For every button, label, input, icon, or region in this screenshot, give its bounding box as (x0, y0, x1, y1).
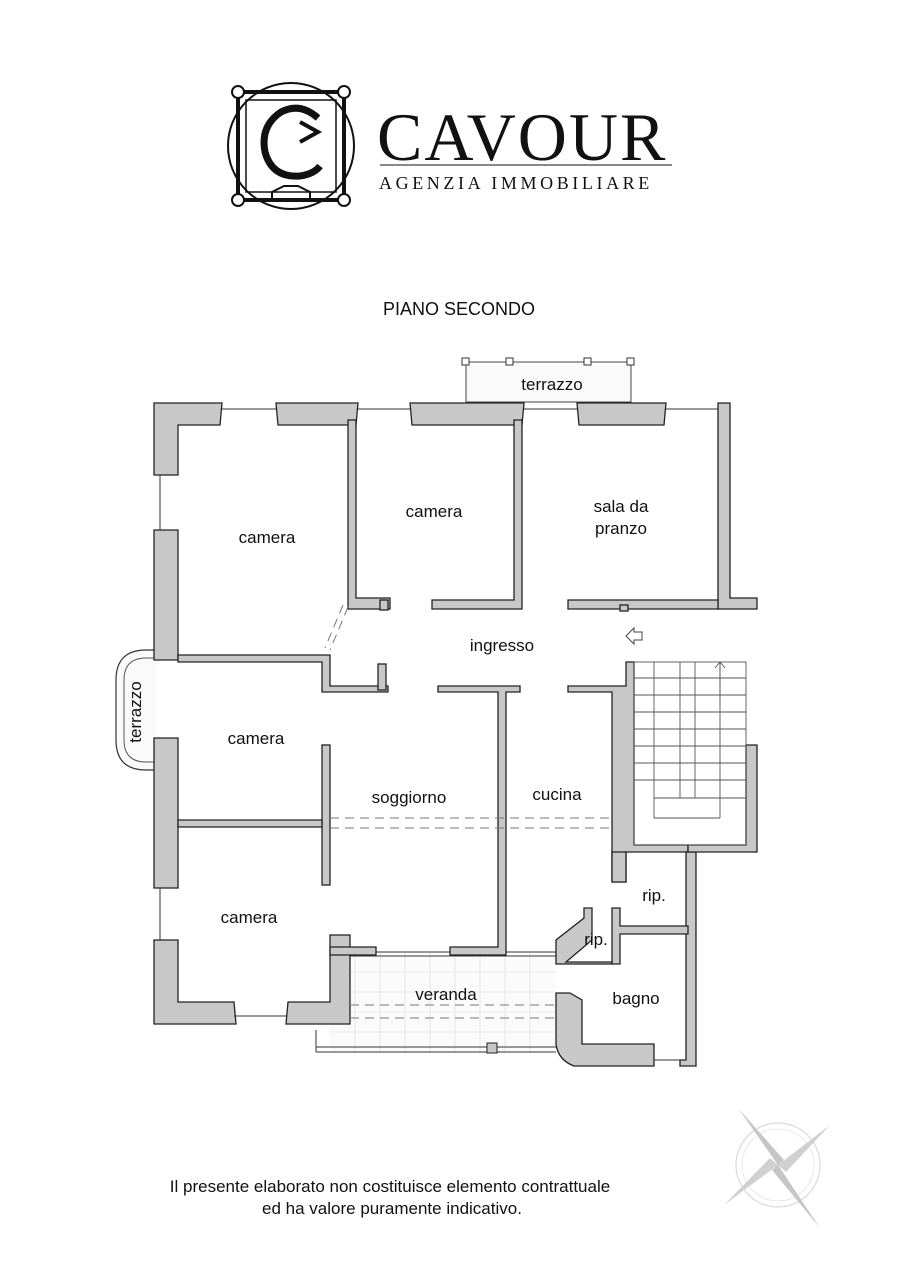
disclaimer-line2: ed ha valore puramente indicativo. (262, 1199, 522, 1218)
entry-arrow-icon (625, 626, 643, 646)
terrazzo-top-area (461, 357, 635, 403)
room-label-ingresso: ingresso (470, 636, 534, 655)
compass-rose-icon (724, 1108, 830, 1228)
terrazzo-side-area (115, 649, 156, 771)
disclaimer-line1: Il presente elaborato non costituisce el… (170, 1177, 610, 1196)
floor-title: PIANO SECONDO (383, 299, 535, 319)
room-label-camera-mid-left: camera (228, 729, 285, 748)
room-label-terrazzo-side: terrazzo (126, 681, 145, 742)
room-label-camera-top-mid: camera (406, 502, 463, 521)
room-label-rip-upper: rip. (642, 886, 666, 905)
interior-walls (177, 419, 758, 1067)
brand-tagline: AGENZIA IMMOBILIARE (379, 173, 653, 193)
room-label-sala-line1: sala da (594, 497, 649, 516)
room-label-camera-sw: camera (221, 908, 278, 927)
exterior-walls (153, 402, 758, 1025)
staircase (633, 661, 747, 846)
room-label-sala-line2: pranzo (595, 519, 647, 538)
room-label-bagno: bagno (612, 989, 659, 1008)
dashed-beam-lines (324, 604, 612, 1019)
room-label-rip-lower: rip. (584, 930, 608, 949)
floor-plan (115, 357, 758, 1067)
room-label-veranda: veranda (415, 985, 477, 1004)
cavour-monogram-icon (227, 82, 355, 210)
room-label-cucina: cucina (532, 785, 582, 804)
veranda-area (315, 951, 556, 1054)
room-label-soggiorno: soggiorno (372, 788, 447, 807)
room-label-terrazzo-top: terrazzo (521, 375, 582, 394)
room-label-camera-nw: camera (239, 528, 296, 547)
brand-name: CAVOUR (377, 99, 667, 175)
